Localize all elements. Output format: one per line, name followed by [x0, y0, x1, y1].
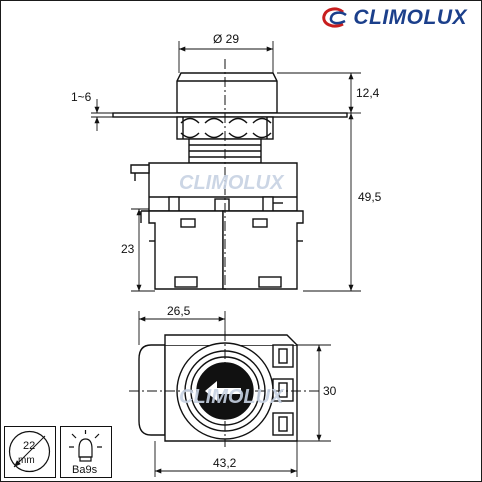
dimension-labels: Ø 29 1~6 12,4 49,5 23 26,5 30 43,2 — [71, 32, 382, 470]
side-view — [112, 59, 348, 293]
lamp-badge: Ba9s — [60, 426, 112, 478]
hole-size-value: 22 — [23, 440, 35, 452]
brand-logo: CLIMOLUX — [321, 5, 467, 31]
dim-body-depth: 30 — [323, 384, 337, 398]
hole-size-unit: mm — [18, 455, 35, 466]
dim-actuator-width: 26,5 — [167, 304, 191, 318]
brand-name: CLIMOLUX — [353, 6, 467, 29]
arrow-left-icon — [205, 381, 241, 401]
lamp-bulb-icon: Ba9s — [69, 430, 102, 476]
dimension-lines — [91, 41, 361, 477]
watermark-top: CLIMOLUX — [179, 386, 285, 408]
c-swirl-icon — [322, 7, 348, 28]
dim-panel-thickness: 1~6 — [71, 90, 92, 104]
dim-body-width: 43,2 — [213, 456, 237, 470]
hole-size-badge: 22 mm — [4, 426, 56, 478]
dim-diameter: Ø 29 — [213, 32, 239, 46]
dim-block-height: 23 — [121, 242, 135, 256]
lamp-label: Ba9s — [72, 464, 98, 476]
watermark-side: CLIMOLUX — [179, 172, 285, 194]
dim-total-height: 49,5 — [358, 190, 382, 204]
dim-height-above-panel: 12,4 — [356, 86, 380, 100]
watermark: CLIMOLUX CLIMOLUX — [179, 172, 285, 408]
mounting-hole-icon: 22 mm — [8, 430, 51, 473]
